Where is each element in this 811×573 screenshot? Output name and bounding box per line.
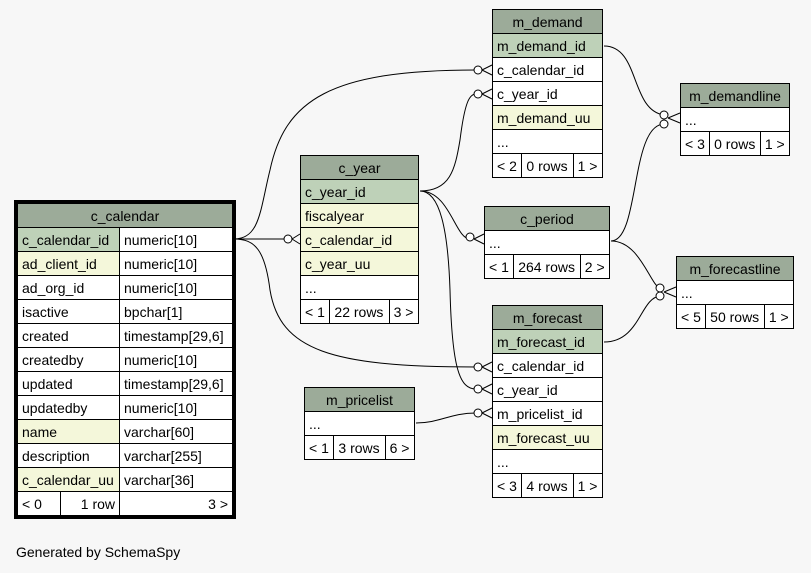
row-count: 4 rows [521, 473, 574, 498]
column-name: c_year_id [492, 377, 603, 402]
edge-period-forecastline [610, 240, 661, 289]
table-m_demandline[interactable]: m_demandline ... < 3 0 rows 1 > [679, 83, 791, 156]
children-count[interactable]: 6 > [384, 435, 416, 460]
column-name: c_calendar_id [17, 227, 120, 252]
column-name: name [17, 419, 120, 444]
column-name: created [17, 323, 120, 348]
parents-count[interactable]: < 1 [483, 254, 515, 279]
edge-calendar-demand [233, 69, 477, 240]
column-type: numeric[10] [119, 227, 233, 252]
column-type: numeric[10] [119, 275, 233, 300]
column-name: m_demand_uu [492, 105, 603, 130]
column-type: bpchar[1] [119, 299, 233, 324]
column-name: c_year_id [492, 81, 603, 106]
column-type: numeric[10] [119, 395, 233, 420]
row-count: 22 rows [329, 299, 390, 324]
column-name: ... [304, 411, 415, 436]
column-name: c_calendar_id [300, 227, 419, 252]
column-name: fiscalyear [300, 203, 419, 228]
row-count: 0 rows [709, 131, 761, 156]
children-count[interactable]: 3 > [119, 491, 233, 516]
column-name: description [17, 443, 120, 468]
edge-forecast-forecastline [603, 295, 661, 343]
children-count[interactable]: 1 > [572, 153, 604, 178]
column-type: varchar[36] [119, 467, 233, 492]
generated-by-credit: Generated by SchemaSpy [16, 544, 181, 560]
children-count[interactable]: 1 > [759, 131, 791, 156]
table-title[interactable]: m_forecastline [676, 256, 794, 281]
table-m_forecastline[interactable]: m_forecastline ... < 5 50 rows 1 > [675, 256, 795, 329]
parents-count[interactable]: < 1 [303, 435, 335, 460]
column-name: updatedby [17, 395, 120, 420]
table-m_demand[interactable]: m_demand m_demand_id c_calendar_id c_yea… [491, 9, 604, 178]
column-name: ... [492, 449, 603, 474]
table-title[interactable]: c_calendar [17, 203, 233, 228]
table-c_year[interactable]: c_year c_year_id fiscalyear c_calendar_i… [299, 155, 420, 324]
edge-year-demand [419, 93, 477, 192]
column-name: ... [680, 107, 790, 132]
column-type: numeric[10] [119, 251, 233, 276]
column-name: m_demand_id [492, 33, 603, 58]
parents-count[interactable]: < 3 [679, 131, 711, 156]
row-count: 1 row [60, 491, 120, 516]
table-title[interactable]: m_demandline [680, 83, 790, 108]
column-name: ... [492, 129, 603, 154]
table-title[interactable]: c_period [484, 206, 610, 231]
edge-period-demandline [610, 123, 665, 242]
edge-pricelist-forecast [415, 412, 477, 424]
column-name: ... [676, 280, 794, 305]
parents-count[interactable]: < 1 [299, 299, 331, 324]
column-name: ad_client_id [17, 251, 120, 276]
parents-count[interactable]: < 3 [491, 473, 523, 498]
table-title[interactable]: m_demand [492, 9, 603, 34]
parents-count[interactable]: < 0 [17, 491, 61, 516]
column-type: numeric[10] [119, 347, 233, 372]
edge-demand-demandline [603, 45, 665, 116]
table-m_pricelist[interactable]: m_pricelist ... < 1 3 rows 6 > [303, 387, 416, 460]
column-name: updated [17, 371, 120, 396]
column-name: createdby [17, 347, 120, 372]
children-count[interactable]: 2 > [579, 254, 611, 279]
column-type: timestamp[29,6] [119, 371, 233, 396]
column-type: varchar[255] [119, 443, 233, 468]
children-count[interactable]: 1 > [572, 473, 604, 498]
column-name: isactive [17, 299, 120, 324]
column-name: m_pricelist_id [492, 401, 603, 426]
column-name: ad_org_id [17, 275, 120, 300]
column-name: m_forecast_uu [492, 425, 603, 450]
edge-year-forecast [419, 190, 477, 390]
table-title[interactable]: c_year [300, 155, 419, 180]
row-count: 3 rows [333, 435, 386, 460]
table-m_forecast[interactable]: m_forecast m_forecast_id c_calendar_id c… [491, 305, 604, 498]
table-title[interactable]: m_forecast [492, 305, 603, 330]
table-title[interactable]: m_pricelist [304, 387, 415, 412]
column-name: c_year_uu [300, 251, 419, 276]
column-type: timestamp[29,6] [119, 323, 233, 348]
row-count: 264 rows [513, 254, 581, 279]
children-count[interactable]: 3 > [388, 299, 420, 324]
column-name: ... [300, 275, 419, 300]
table-c_period[interactable]: c_period ... < 1 264 rows 2 > [483, 206, 611, 279]
row-count: 50 rows [705, 304, 765, 329]
row-count: 0 rows [521, 153, 574, 178]
column-name: c_calendar_id [492, 353, 603, 378]
children-count[interactable]: 1 > [763, 304, 795, 329]
parents-count[interactable]: < 5 [675, 304, 707, 329]
column-name: m_forecast_id [492, 329, 603, 354]
column-type: varchar[60] [119, 419, 233, 444]
edge-calendar-forecast [233, 238, 477, 368]
parents-count[interactable]: < 2 [491, 153, 523, 178]
column-name: c_year_id [300, 179, 419, 204]
column-name: ... [484, 230, 610, 255]
column-name: c_calendar_id [492, 57, 603, 82]
column-name: c_calendar_uu [17, 467, 120, 492]
